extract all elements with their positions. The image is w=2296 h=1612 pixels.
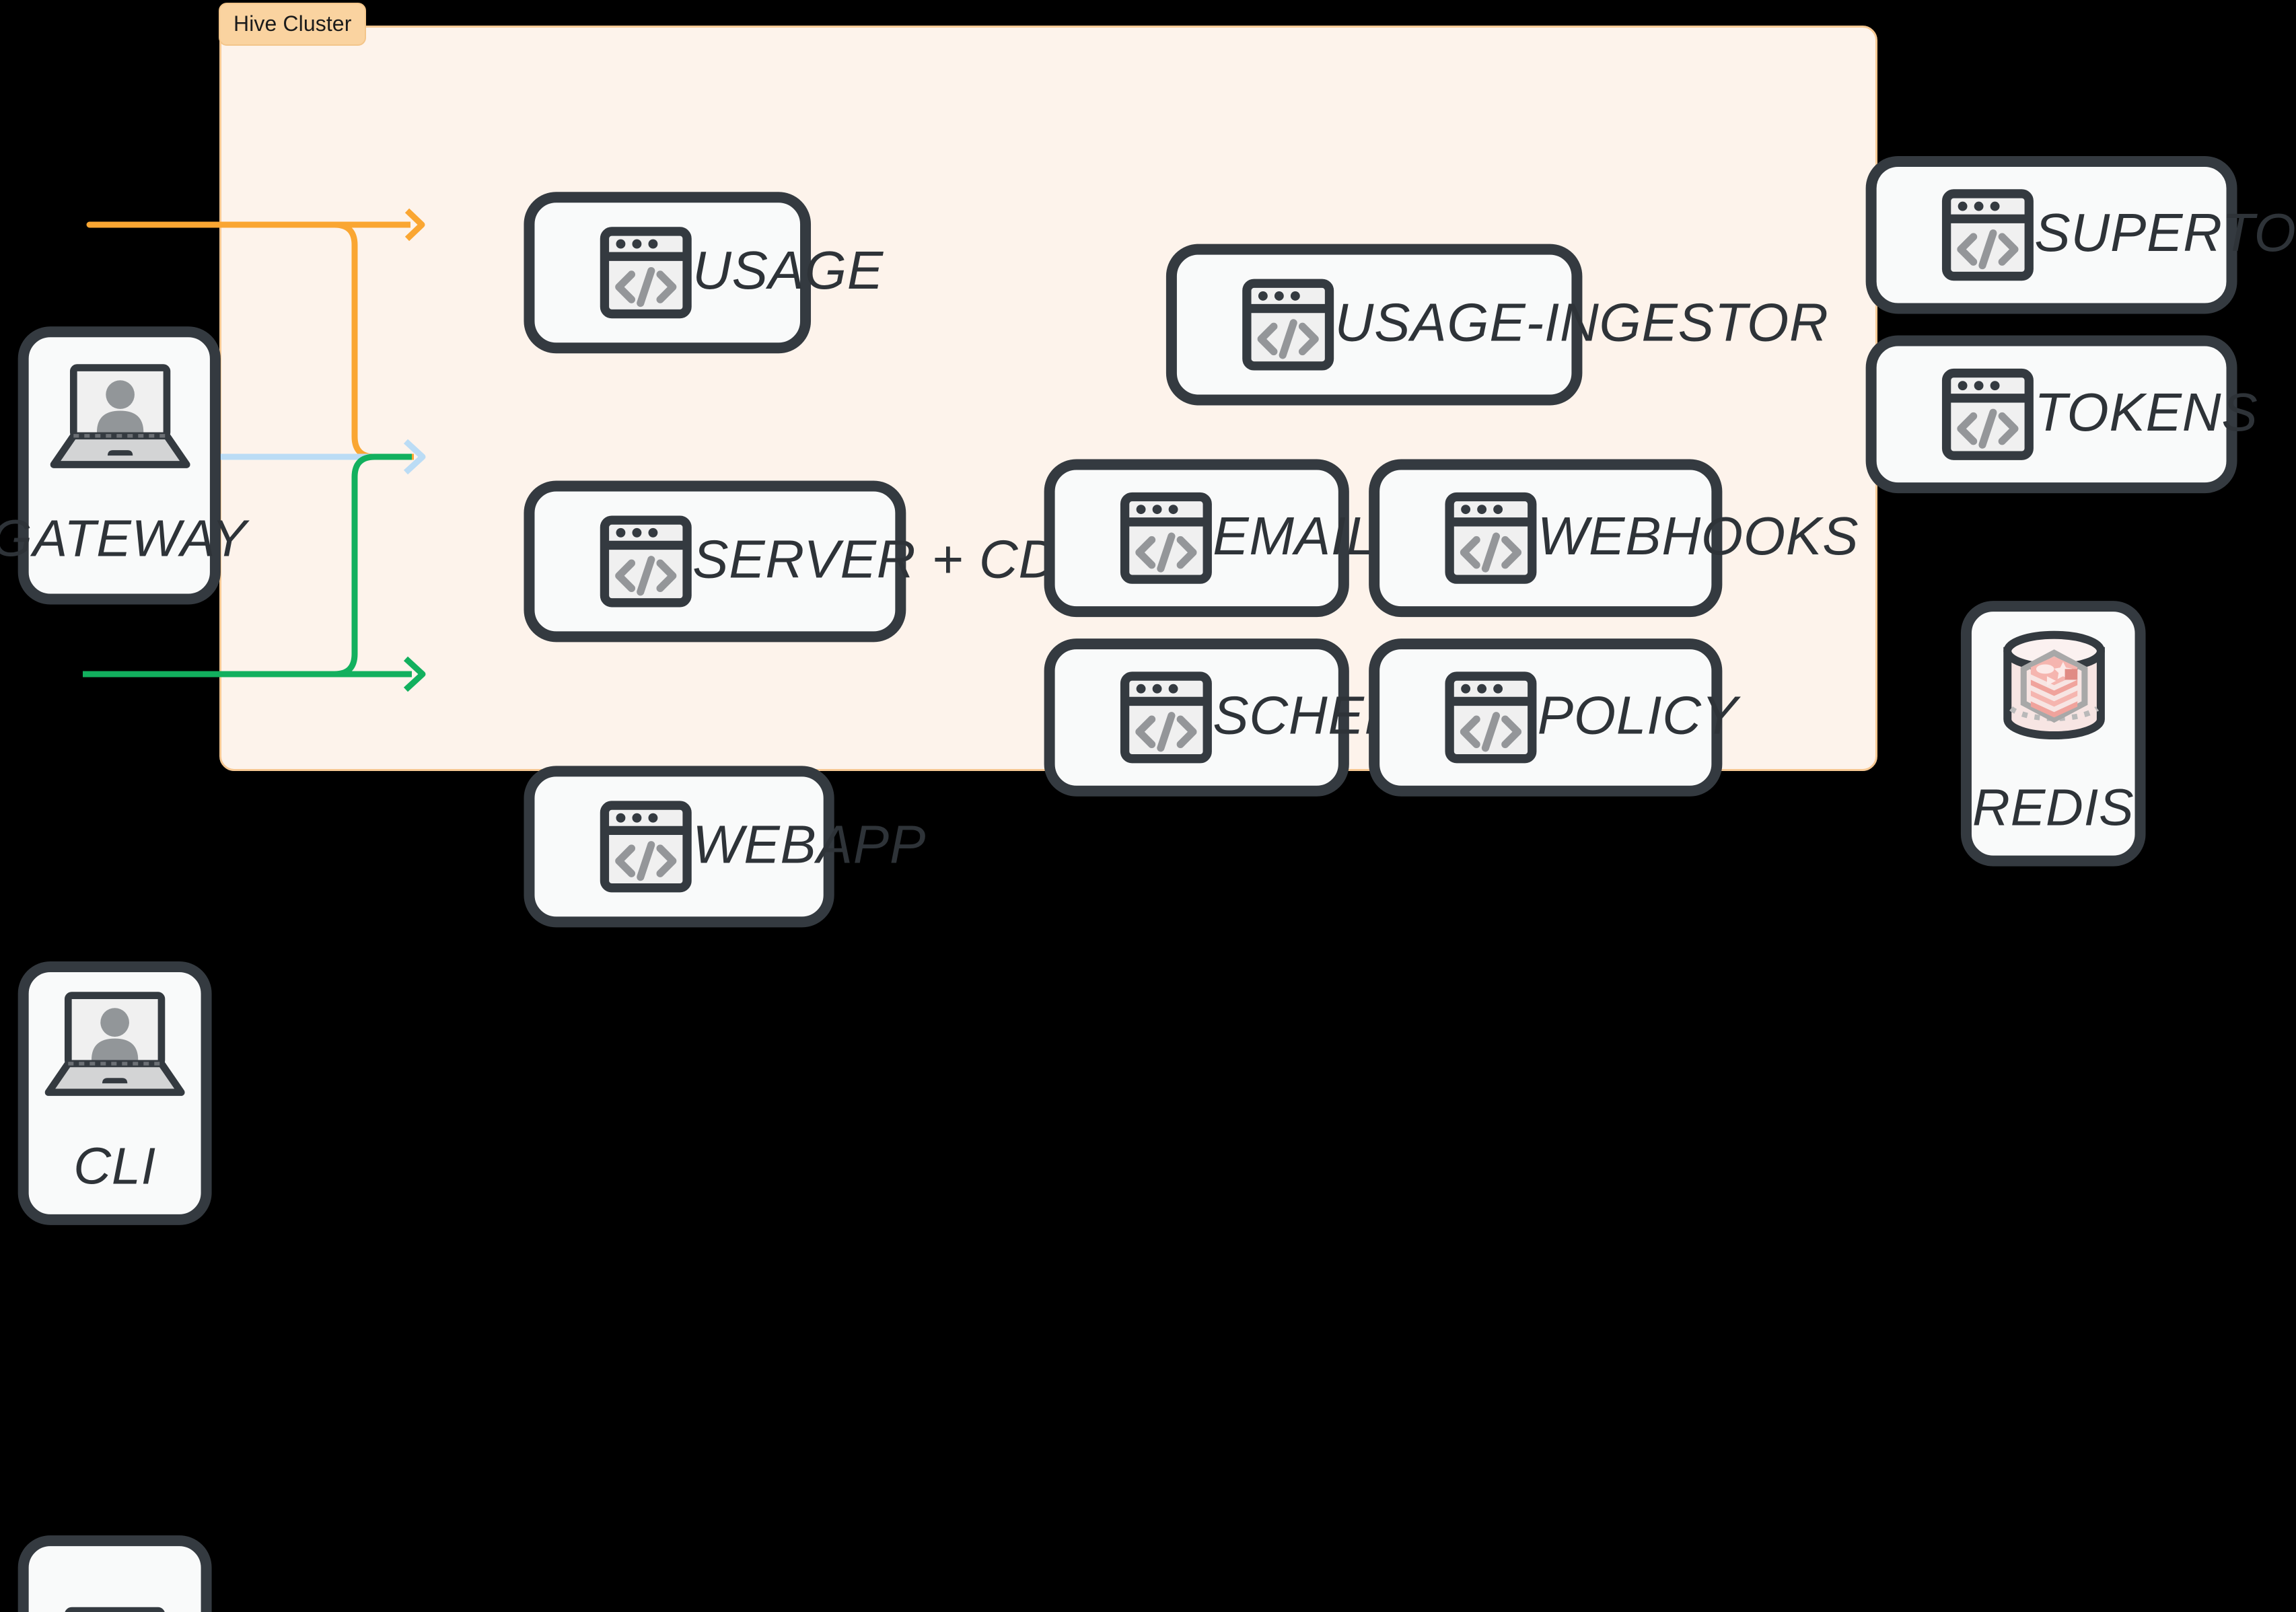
client-node-cli[interactable]: CLI xyxy=(17,961,212,1225)
service-node-emails[interactable]: EMAILS xyxy=(1044,459,1413,618)
datastore-label-redis: REDIS xyxy=(1972,779,2134,837)
service-label-tokens: TOKENS xyxy=(2034,383,2258,443)
service-node-usage-ingestor[interactable]: USAGE-INGESTOR xyxy=(1165,244,1828,406)
code-window-icon xyxy=(1120,491,1213,585)
diagram-canvas: Hive Cluster xyxy=(0,3,2296,1612)
laptop-user-icon xyxy=(44,988,185,1099)
client-node-user[interactable]: USER xyxy=(17,1535,212,1612)
code-window-icon xyxy=(1444,671,1538,764)
service-label-supertokens: SUPERTOKENS xyxy=(2034,204,2296,264)
code-window-icon xyxy=(1242,278,1335,371)
service-label-webapp: WEBAPP xyxy=(692,816,927,876)
hive-cluster-label: Hive Cluster xyxy=(219,3,367,46)
client-label-gateway: GATEWAY xyxy=(0,511,247,569)
service-node-webhooks[interactable]: WEBHOOKS xyxy=(1369,459,1858,618)
service-label-usage-ingestor: USAGE-INGESTOR xyxy=(1334,294,1829,354)
redis-database-icon xyxy=(1993,628,2114,739)
code-window-icon xyxy=(1120,671,1213,764)
service-node-tokens[interactable]: TOKENS xyxy=(1865,335,2258,494)
code-window-icon xyxy=(1444,491,1538,585)
service-label-server-cdn: SERVER + CDN xyxy=(692,531,1098,591)
laptop-user-icon xyxy=(45,1603,185,1612)
service-label-webhooks: WEBHOOKS xyxy=(1537,507,1859,567)
code-window-icon xyxy=(599,800,692,893)
service-node-server-cdn[interactable]: SERVER + CDN xyxy=(524,480,1097,643)
service-node-supertokens[interactable]: SUPERTOKENS xyxy=(1865,155,2296,314)
laptop-user-icon xyxy=(49,361,190,472)
datastore-node-redis[interactable]: REDIS xyxy=(1960,601,2146,867)
service-node-usage[interactable]: USAGE xyxy=(524,192,883,354)
service-label-usage: USAGE xyxy=(692,242,884,301)
code-window-icon xyxy=(599,515,692,608)
service-node-schema[interactable]: SCHEMA xyxy=(1044,638,1445,797)
service-node-webapp[interactable]: WEBAPP xyxy=(524,766,925,928)
service-node-policy[interactable]: POLICY xyxy=(1369,638,1737,797)
client-node-gateway[interactable]: GATEWAY xyxy=(0,326,246,605)
service-label-policy: POLICY xyxy=(1537,687,1738,747)
code-window-icon xyxy=(1941,188,2035,282)
client-label-cli: CLI xyxy=(73,1138,156,1197)
code-window-icon xyxy=(1941,368,2035,462)
code-window-icon xyxy=(599,226,692,320)
